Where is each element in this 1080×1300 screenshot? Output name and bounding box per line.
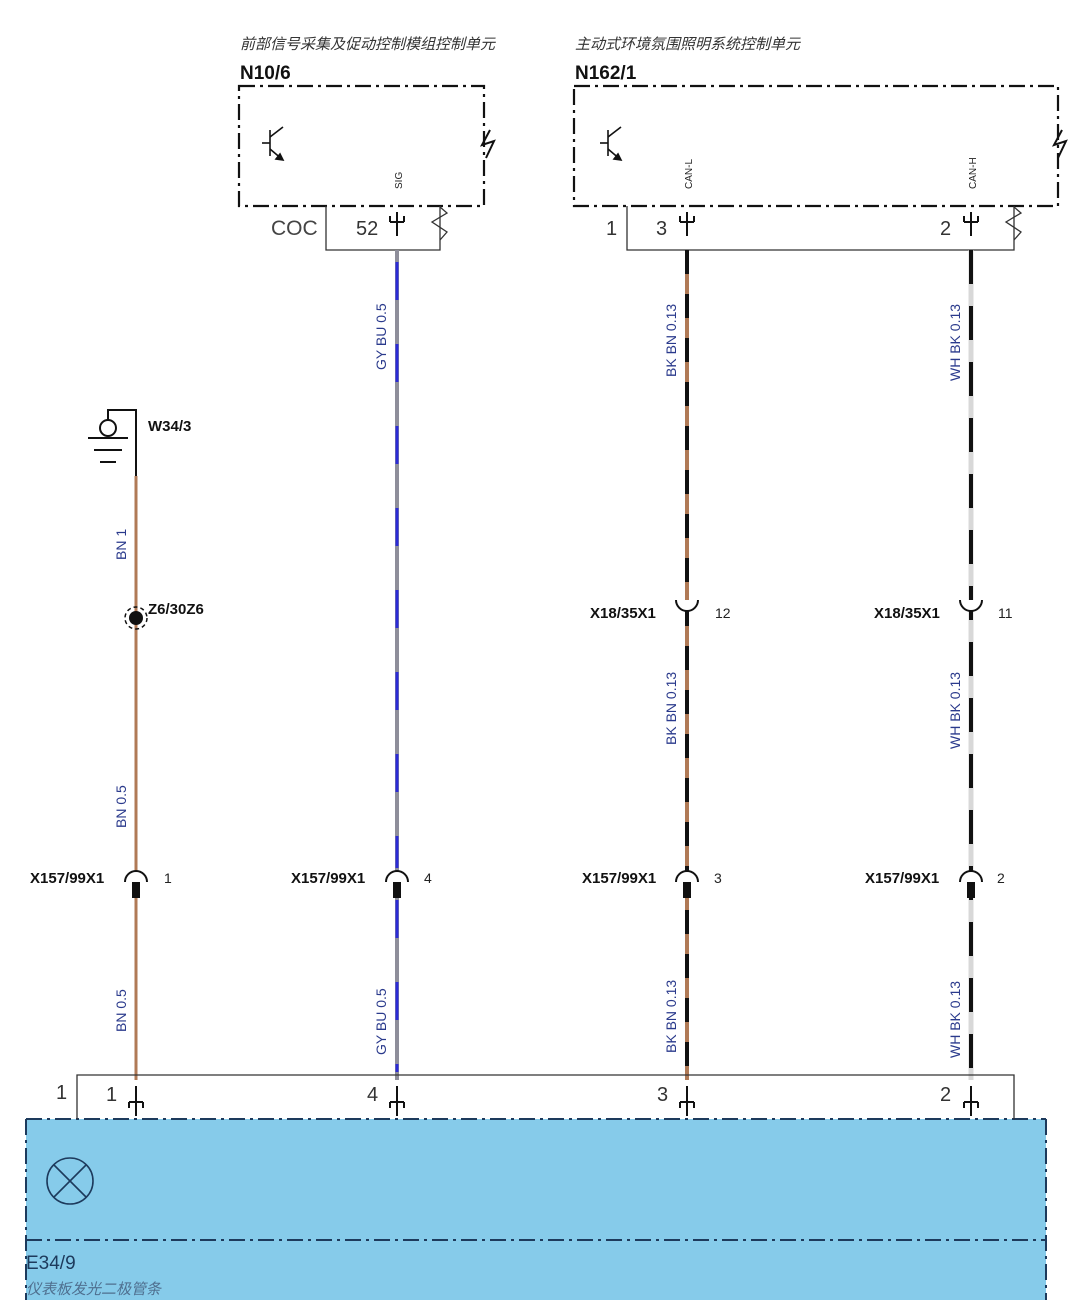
connector-id: X157/99X1 xyxy=(582,870,656,887)
wire-label-bkbn-2: BK BN 0.13 xyxy=(663,672,679,745)
wire-label-bkbn-3: BK BN 0.13 xyxy=(663,980,679,1053)
connector-pin-marker xyxy=(132,880,140,898)
connector-x18-35x1-pin-12: X18/35X1 12 xyxy=(590,599,731,622)
pin-label-sig: SIG xyxy=(394,172,405,189)
connector-pin: 2 xyxy=(997,870,1005,886)
transistor-icon xyxy=(262,126,285,162)
ground-icon xyxy=(88,409,137,476)
connector-pin: 11 xyxy=(998,605,1013,621)
wire-label-whbk-3: WH BK 0.13 xyxy=(947,981,963,1058)
connector-x18-35x1-pin-11: X18/35X1 11 xyxy=(874,599,1013,622)
e34-pin-outer: 1 xyxy=(56,1082,67,1104)
pin-number-1: 1 xyxy=(606,218,617,240)
module-n10-6-box xyxy=(237,84,486,208)
connector-pin-marker xyxy=(683,880,691,898)
pin-terminal-icon xyxy=(128,1086,144,1116)
module-n162-1-name: 主动式环境氛围照明系统控制单元 xyxy=(575,35,801,53)
connector-x157-99x1-pin-4: X157/99X1 4 xyxy=(291,870,432,887)
connector-x157-99x1-pin-2: X157/99X1 2 xyxy=(865,870,1005,887)
coc-label: COC xyxy=(271,217,318,240)
e34-pin-4: 4 xyxy=(367,1084,378,1106)
pin-terminal-icon xyxy=(679,1086,695,1116)
connector-socket-icon xyxy=(675,870,699,883)
wire-label-whbk-2: WH BK 0.13 xyxy=(947,672,963,749)
e34-pin-2: 2 xyxy=(940,1084,951,1106)
pin-terminal-icon xyxy=(963,212,979,236)
connector-socket-icon xyxy=(385,870,409,883)
connector-housing-n162-1 xyxy=(626,206,1015,251)
module-n162-1-box xyxy=(572,84,1060,208)
connector-socket-icon xyxy=(675,599,699,612)
wire-label-whbk-1: WH BK 0.13 xyxy=(947,304,963,381)
connector-pin: 3 xyxy=(714,870,722,886)
connector-id: X18/35X1 xyxy=(590,605,656,622)
connector-id: X18/35X1 xyxy=(874,605,940,622)
connector-x157-99x1-pin-3: X157/99X1 3 xyxy=(582,870,722,887)
ground-id: W34/3 xyxy=(148,418,191,435)
module-n10-6-id: N10/6 xyxy=(240,63,291,84)
wire-label-gybu-upper: GY BU 0.5 xyxy=(373,303,389,370)
pin-number-3: 3 xyxy=(656,218,667,240)
module-n10-6: 前部信号采集及促动控制模组控制单元 N10/6 SIG COC 52 xyxy=(237,35,496,251)
module-e34-9-id: E34/9 xyxy=(26,1253,76,1274)
pin-label-can-h: CAN-H xyxy=(968,157,979,189)
ground-break-icon xyxy=(479,129,496,159)
wire-white-black-can-h: WH BK 0.13 WH BK 0.13 WH BK 0.13 xyxy=(947,250,975,1080)
ground-break-icon xyxy=(1051,129,1068,159)
connector-id: X157/99X1 xyxy=(291,870,365,887)
pin-label-can-l: CAN-L xyxy=(684,159,695,189)
connector-pin: 4 xyxy=(424,870,432,886)
wire-label-gybu-lower: GY BU 0.5 xyxy=(373,988,389,1055)
connector-pin-marker xyxy=(393,880,401,898)
module-e34-9: 1 1 4 3 2 E34/9 仪表板发光二极管条 xyxy=(25,1074,1047,1300)
connector-pin: 1 xyxy=(164,870,172,886)
shield-icon xyxy=(430,206,449,241)
pin-terminal-icon xyxy=(389,212,405,236)
pin-number-2: 2 xyxy=(940,218,951,240)
pin-terminal-icon xyxy=(963,1086,979,1116)
splice-z6-30z6: Z6/30Z6 xyxy=(124,601,204,630)
splice-point-icon xyxy=(129,611,143,625)
lamp-icon xyxy=(46,1157,94,1205)
pin-terminal-icon xyxy=(679,212,695,236)
connector-id: X157/99X1 xyxy=(865,870,939,887)
connector-socket-icon xyxy=(959,870,983,883)
connector-housing-n10-6 xyxy=(325,206,441,251)
splice-id: Z6/30Z6 xyxy=(148,601,204,618)
wire-black-brown-can-l: BK BN 0.13 BK BN 0.13 BK BN 0.13 xyxy=(663,250,691,1080)
wire-label-bn-1: BN 1 xyxy=(113,529,129,560)
connector-housing-e34-9 xyxy=(76,1074,1015,1119)
ground-w34-3: W34/3 xyxy=(88,409,191,476)
pin-number-52: 52 xyxy=(356,218,378,240)
connector-socket-icon xyxy=(959,599,983,612)
connector-x157-99x1-pin-1: X157/99X1 1 xyxy=(30,870,172,887)
module-n162-1: 主动式环境氛围照明系统控制单元 N162/1 CAN-L CAN-H 1 3 2 xyxy=(572,35,1068,251)
transistor-icon xyxy=(600,126,623,162)
e34-pin-1: 1 xyxy=(106,1084,117,1106)
wire-label-bkbn-1: BK BN 0.13 xyxy=(663,304,679,377)
pin-terminal-icon xyxy=(389,1086,405,1116)
connector-socket-icon xyxy=(124,870,148,883)
module-n162-1-id: N162/1 xyxy=(575,63,637,84)
e34-pin-3: 3 xyxy=(657,1084,668,1106)
shield-icon xyxy=(1004,206,1023,241)
connector-pin-marker xyxy=(967,880,975,898)
wire-brown-bn: BN 1 BN 0.5 BN 0.5 xyxy=(113,476,140,1080)
module-e34-9-name: 仪表板发光二极管条 xyxy=(26,1280,162,1298)
module-e34-9-body xyxy=(26,1119,1046,1300)
wire-label-bn-05-lower: BN 0.5 xyxy=(113,989,129,1032)
wire-label-bn-05-upper: BN 0.5 xyxy=(113,785,129,828)
module-n10-6-name: 前部信号采集及促动控制模组控制单元 xyxy=(240,35,496,53)
connector-pin: 12 xyxy=(715,605,731,621)
wire-gray-blue: GY BU 0.5 GY BU 0.5 xyxy=(373,250,401,1080)
connector-id: X157/99X1 xyxy=(30,870,104,887)
